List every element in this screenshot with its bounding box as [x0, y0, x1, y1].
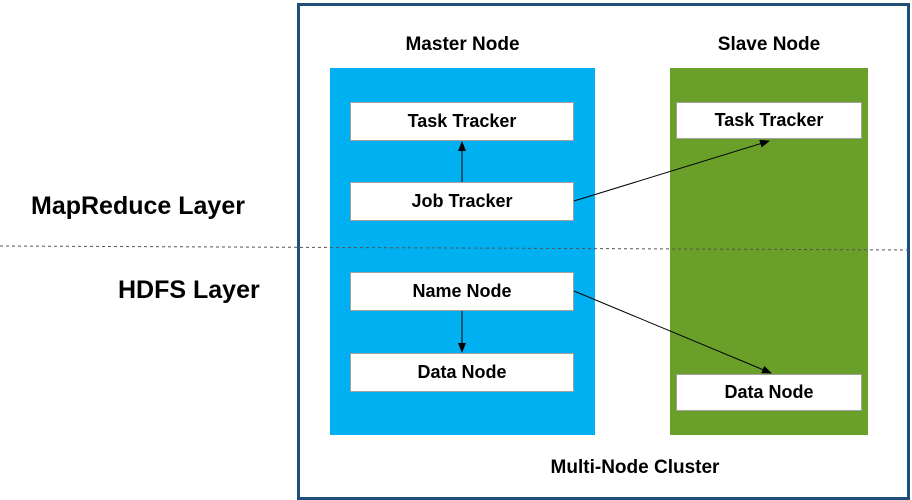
master-job-tracker-box: Job Tracker — [350, 182, 574, 221]
slave-data-node-box: Data Node — [676, 374, 862, 411]
master-node-title: Master Node — [405, 34, 520, 55]
mapreduce-layer-label: MapReduce Layer — [31, 192, 245, 220]
slave-task-tracker-box: Task Tracker — [676, 102, 862, 139]
master-task-tracker-box: Task Tracker — [350, 102, 574, 141]
master-name-node-box: Name Node — [350, 272, 574, 311]
slave-node-title: Slave Node — [717, 34, 821, 55]
hdfs-layer-label: HDFS Layer — [118, 276, 260, 304]
master-data-node-box: Data Node — [350, 353, 574, 392]
cluster-caption: Multi-Node Cluster — [550, 457, 720, 478]
